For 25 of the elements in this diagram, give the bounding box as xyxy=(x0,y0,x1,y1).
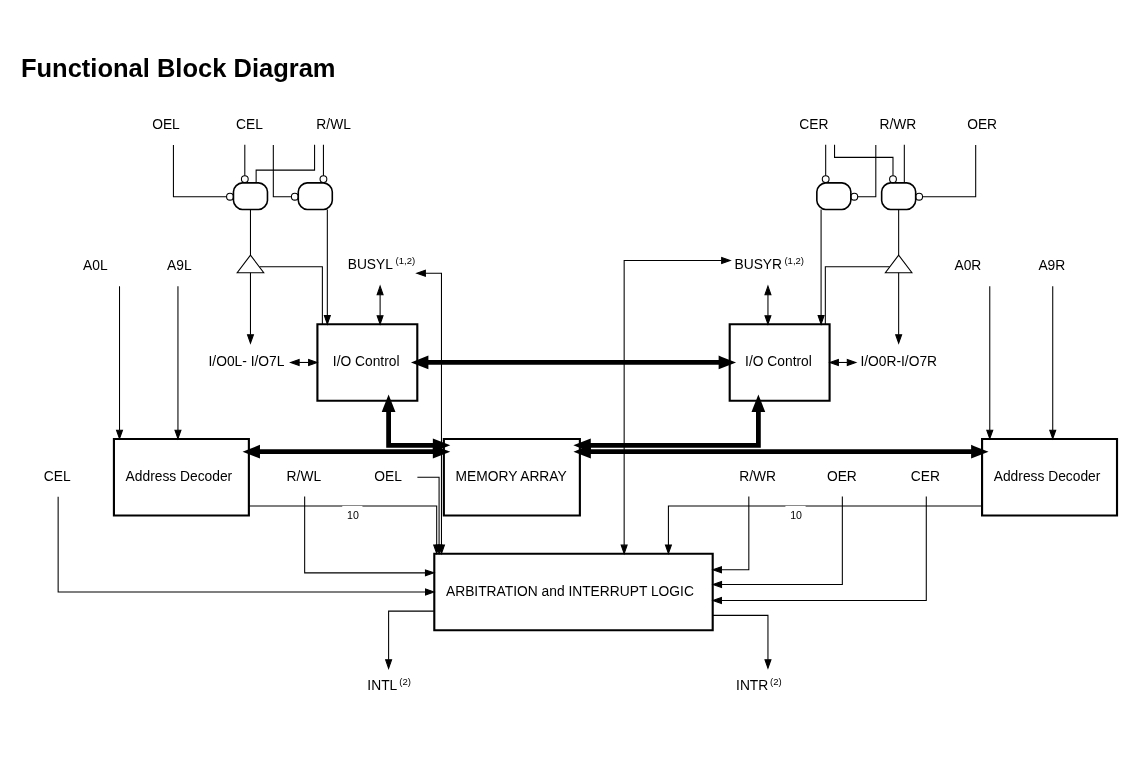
node-text: R/WL xyxy=(316,115,351,132)
edge-label: 10 xyxy=(790,508,803,521)
node-text: I/O0L- I/O7L xyxy=(208,352,285,369)
node-text: OER xyxy=(826,467,857,484)
node-text: I/O0R-I/O7R xyxy=(860,352,938,369)
node-text: CER xyxy=(910,467,941,484)
node-text: INTL$^{(2)}$ xyxy=(367,675,411,693)
node-text: R/WR xyxy=(879,115,917,132)
edge-label: 10 xyxy=(347,508,359,521)
node-text: A9R xyxy=(1038,256,1066,273)
diagram-title: Functional Block Diagram xyxy=(20,53,336,82)
node-text: R/WL xyxy=(286,467,322,484)
node-text: BUSYR$^{(1,2)}$ xyxy=(734,254,805,272)
node-text: CEL xyxy=(43,467,71,484)
node-text: CEL xyxy=(236,115,263,132)
node-text: R/WR xyxy=(739,467,777,484)
node-text: INTR$^{(2)}$ xyxy=(736,675,782,693)
node-text: A0R xyxy=(954,256,982,273)
node-text: OEL xyxy=(374,467,402,484)
node-text: A0L xyxy=(83,256,108,273)
node-text: OEL xyxy=(152,115,180,132)
node-text: BUSYL$^{(1,2)}$ xyxy=(347,254,416,272)
node-text: A9L xyxy=(167,256,192,273)
node-text: OER xyxy=(967,115,998,132)
node-text: CER xyxy=(799,115,829,132)
